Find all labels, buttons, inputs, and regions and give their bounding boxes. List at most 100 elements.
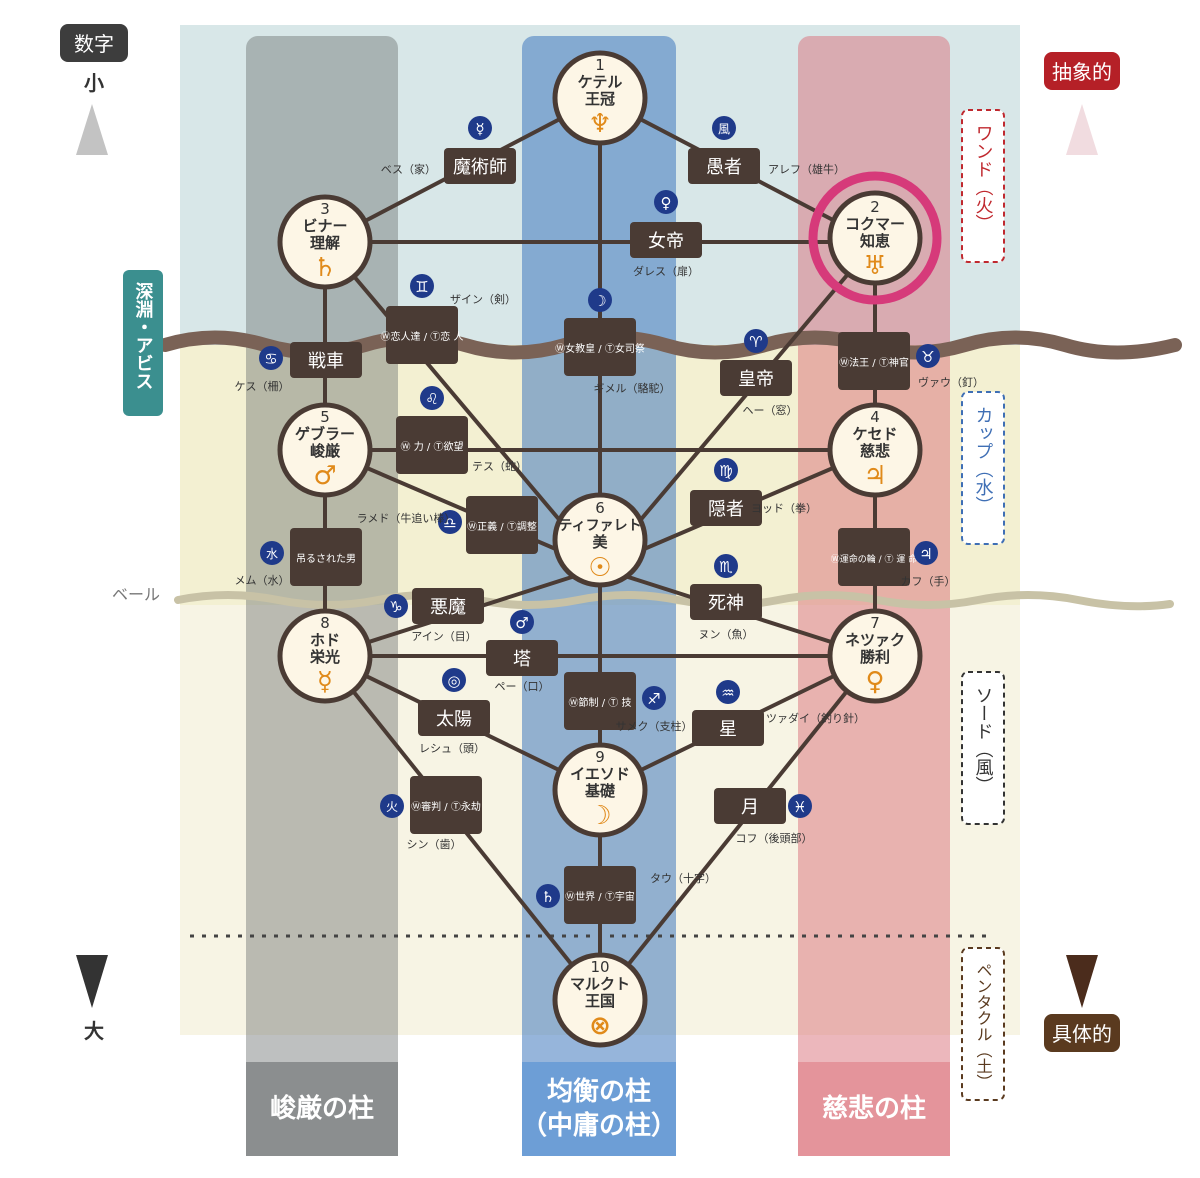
concrete-label: 具体的: [1052, 1022, 1112, 1046]
path-letter: ケス（柵）: [235, 379, 290, 393]
path-letter: ヨッド（拳）: [751, 501, 817, 515]
mercury-icon: ☿: [475, 120, 484, 138]
path-lovers: Ⓦ恋人達 / Ⓣ恋 人 ♊ ザイン（剣）: [381, 274, 516, 364]
severity-pillar-foot: [246, 1062, 398, 1156]
concrete-badge: [1044, 1014, 1120, 1052]
path-card: Ⓦ法王 / Ⓣ神官: [839, 356, 909, 369]
mercury-icon: ☿: [317, 667, 333, 697]
path-letter: コフ（後頭部）: [736, 831, 813, 845]
virgo-icon: ♍: [719, 462, 732, 480]
path-card: 星: [719, 719, 737, 740]
path-judgement: Ⓦ審判 / Ⓣ永劫 火 シン（歯）: [380, 776, 482, 851]
path-card: 悪魔: [430, 597, 466, 618]
sephira-7: 7 ネツァク 勝利 ♀: [827, 608, 923, 704]
scorpio-icon: ♏: [719, 558, 733, 576]
path-letter: ヌン（魚）: [699, 628, 754, 641]
sephira-number: 10: [590, 958, 609, 976]
path-fool: 愚者 風 アレフ（雄牛）: [688, 116, 845, 184]
number-axis-label: 数字: [74, 32, 114, 56]
sephira-number: 6: [595, 499, 605, 517]
air-icon: 風: [718, 122, 730, 136]
cancer-icon: ♋: [264, 350, 277, 368]
sephira-number: 5: [320, 408, 330, 426]
path-letter: ギメル（駱駝）: [594, 382, 671, 395]
path-card: 皇帝: [738, 369, 774, 390]
path-card: 愚者: [706, 157, 742, 178]
path-tower: 塔 ♂ ペー（口）: [486, 610, 558, 693]
sephira-name: ホド: [310, 631, 340, 649]
sephira-name: マルクト: [570, 975, 630, 993]
path-card: Ⓦ世界 / Ⓣ宇宙: [565, 890, 635, 903]
path-card: Ⓦ女教皇 / Ⓣ女司祭: [555, 342, 645, 355]
path-card: Ⓦ正義 / Ⓣ調整: [467, 520, 537, 533]
path-card: 魔術師: [453, 157, 507, 178]
path-card: 女帝: [648, 231, 684, 252]
sephira-number: 9: [595, 748, 605, 766]
fire-icon: 火: [386, 800, 398, 814]
mercy-pillar-foot: [798, 1062, 950, 1156]
path-letter: ヴァウ（釘）: [918, 375, 984, 389]
path-letter: テス（蛇）: [472, 459, 527, 473]
severity-pillar-label: 峻厳の柱: [270, 1093, 374, 1124]
abstract-axis-arrow-up: [1066, 104, 1098, 155]
path-death: 死神 ♏ ヌン（魚）: [690, 554, 762, 641]
moon-icon: ☽: [588, 801, 611, 831]
suit-cup-label: カップ（水）: [973, 406, 994, 514]
sephira-8: 8 ホド 栄光 ☿: [277, 608, 373, 704]
suit-pentacle-box: [961, 947, 1005, 1101]
path-letter: サメク（支柱）: [616, 719, 693, 733]
balance-pillar-label-1: 均衡の柱: [547, 1076, 651, 1107]
path-card: Ⓦ 力 / Ⓣ欲望: [401, 440, 464, 453]
sephira-4: 4 ケセド 慈悲 ♃: [827, 402, 923, 498]
sephira-meaning: 王国: [585, 992, 615, 1010]
mars-icon: ♂: [515, 614, 528, 632]
sephira-name: ケテル: [578, 73, 623, 91]
venus-icon: ♀: [865, 667, 884, 697]
sun-icon: ◎: [447, 672, 460, 690]
earth-icon: ⊗: [589, 1011, 611, 1041]
axis-large-label: 大: [84, 1019, 104, 1043]
path-card: 月: [741, 797, 759, 818]
suit-wand-box: [961, 109, 1005, 263]
path-world: Ⓦ世界 / Ⓣ宇宙 ♄ タウ（十字）: [536, 866, 716, 924]
mercy-pillar-label: 慈悲の柱: [822, 1093, 926, 1124]
saturn-icon: ♄: [313, 253, 336, 283]
path-hanged-man: 吊るされた男 水 メム（水）: [235, 528, 362, 587]
path-letter: アイン（目）: [411, 630, 476, 643]
path-card: 吊るされた男: [296, 553, 356, 565]
sephira-3: 3 ビナー 理解 ♄: [277, 194, 373, 290]
sephira-meaning: 勝利: [860, 648, 890, 666]
path-sun: 太陽 ◎ レシュ（頭）: [418, 668, 490, 755]
uranus-icon: ♅: [863, 251, 886, 281]
path-letter: メム（水）: [235, 574, 290, 587]
veil-label: ベール: [112, 585, 160, 604]
aries-icon: ♈: [749, 333, 762, 351]
path-letter: ザイン（剣）: [450, 293, 516, 306]
sephira-9: 9 イエソド 基礎 ☽: [552, 742, 648, 838]
balance-pillar-label-2: （中庸の柱）: [521, 1110, 677, 1141]
path-empress: 女帝 ♀ ダレス（扉）: [630, 190, 702, 278]
abyss-badge: [123, 270, 163, 416]
sephira-2: 2 コクマー 知恵 ♅: [827, 190, 923, 286]
sephira-name: ビナー: [302, 217, 347, 235]
path-wheel-of-fortune: Ⓦ運命の輪 / Ⓣ 運 命 ♃ カフ（手）: [831, 528, 956, 588]
number-axis-badge: [60, 24, 128, 62]
number-axis-arrow-down: [76, 955, 108, 1008]
sephira-number: 1: [595, 56, 605, 74]
path-justice: Ⓦ正義 / Ⓣ調整 ♎ ラメド（牛追い棒）: [357, 496, 538, 554]
sephira-name: ケセド: [852, 425, 897, 443]
sun-icon: ☉: [588, 553, 611, 583]
path-high-priestess: Ⓦ女教皇 / Ⓣ女司祭 ☽ ギメル（駱駝）: [555, 288, 671, 395]
number-axis-arrow-up: [76, 104, 108, 155]
chokmah-highlight-ring: [808, 171, 942, 305]
sephira-1: 1 ケテル 王冠 ♆: [552, 50, 648, 146]
taurus-icon: ♉: [921, 348, 934, 366]
path-chariot: 戦車 ♋ ケス（柵）: [235, 342, 362, 393]
neptune-icon: ♆: [588, 109, 611, 139]
path-card: Ⓦ恋人達 / Ⓣ恋 人: [381, 330, 464, 343]
sephira-name: ゲブラー: [295, 425, 355, 443]
sephira-meaning: 慈悲: [860, 442, 890, 460]
water-icon: 水: [266, 547, 278, 561]
